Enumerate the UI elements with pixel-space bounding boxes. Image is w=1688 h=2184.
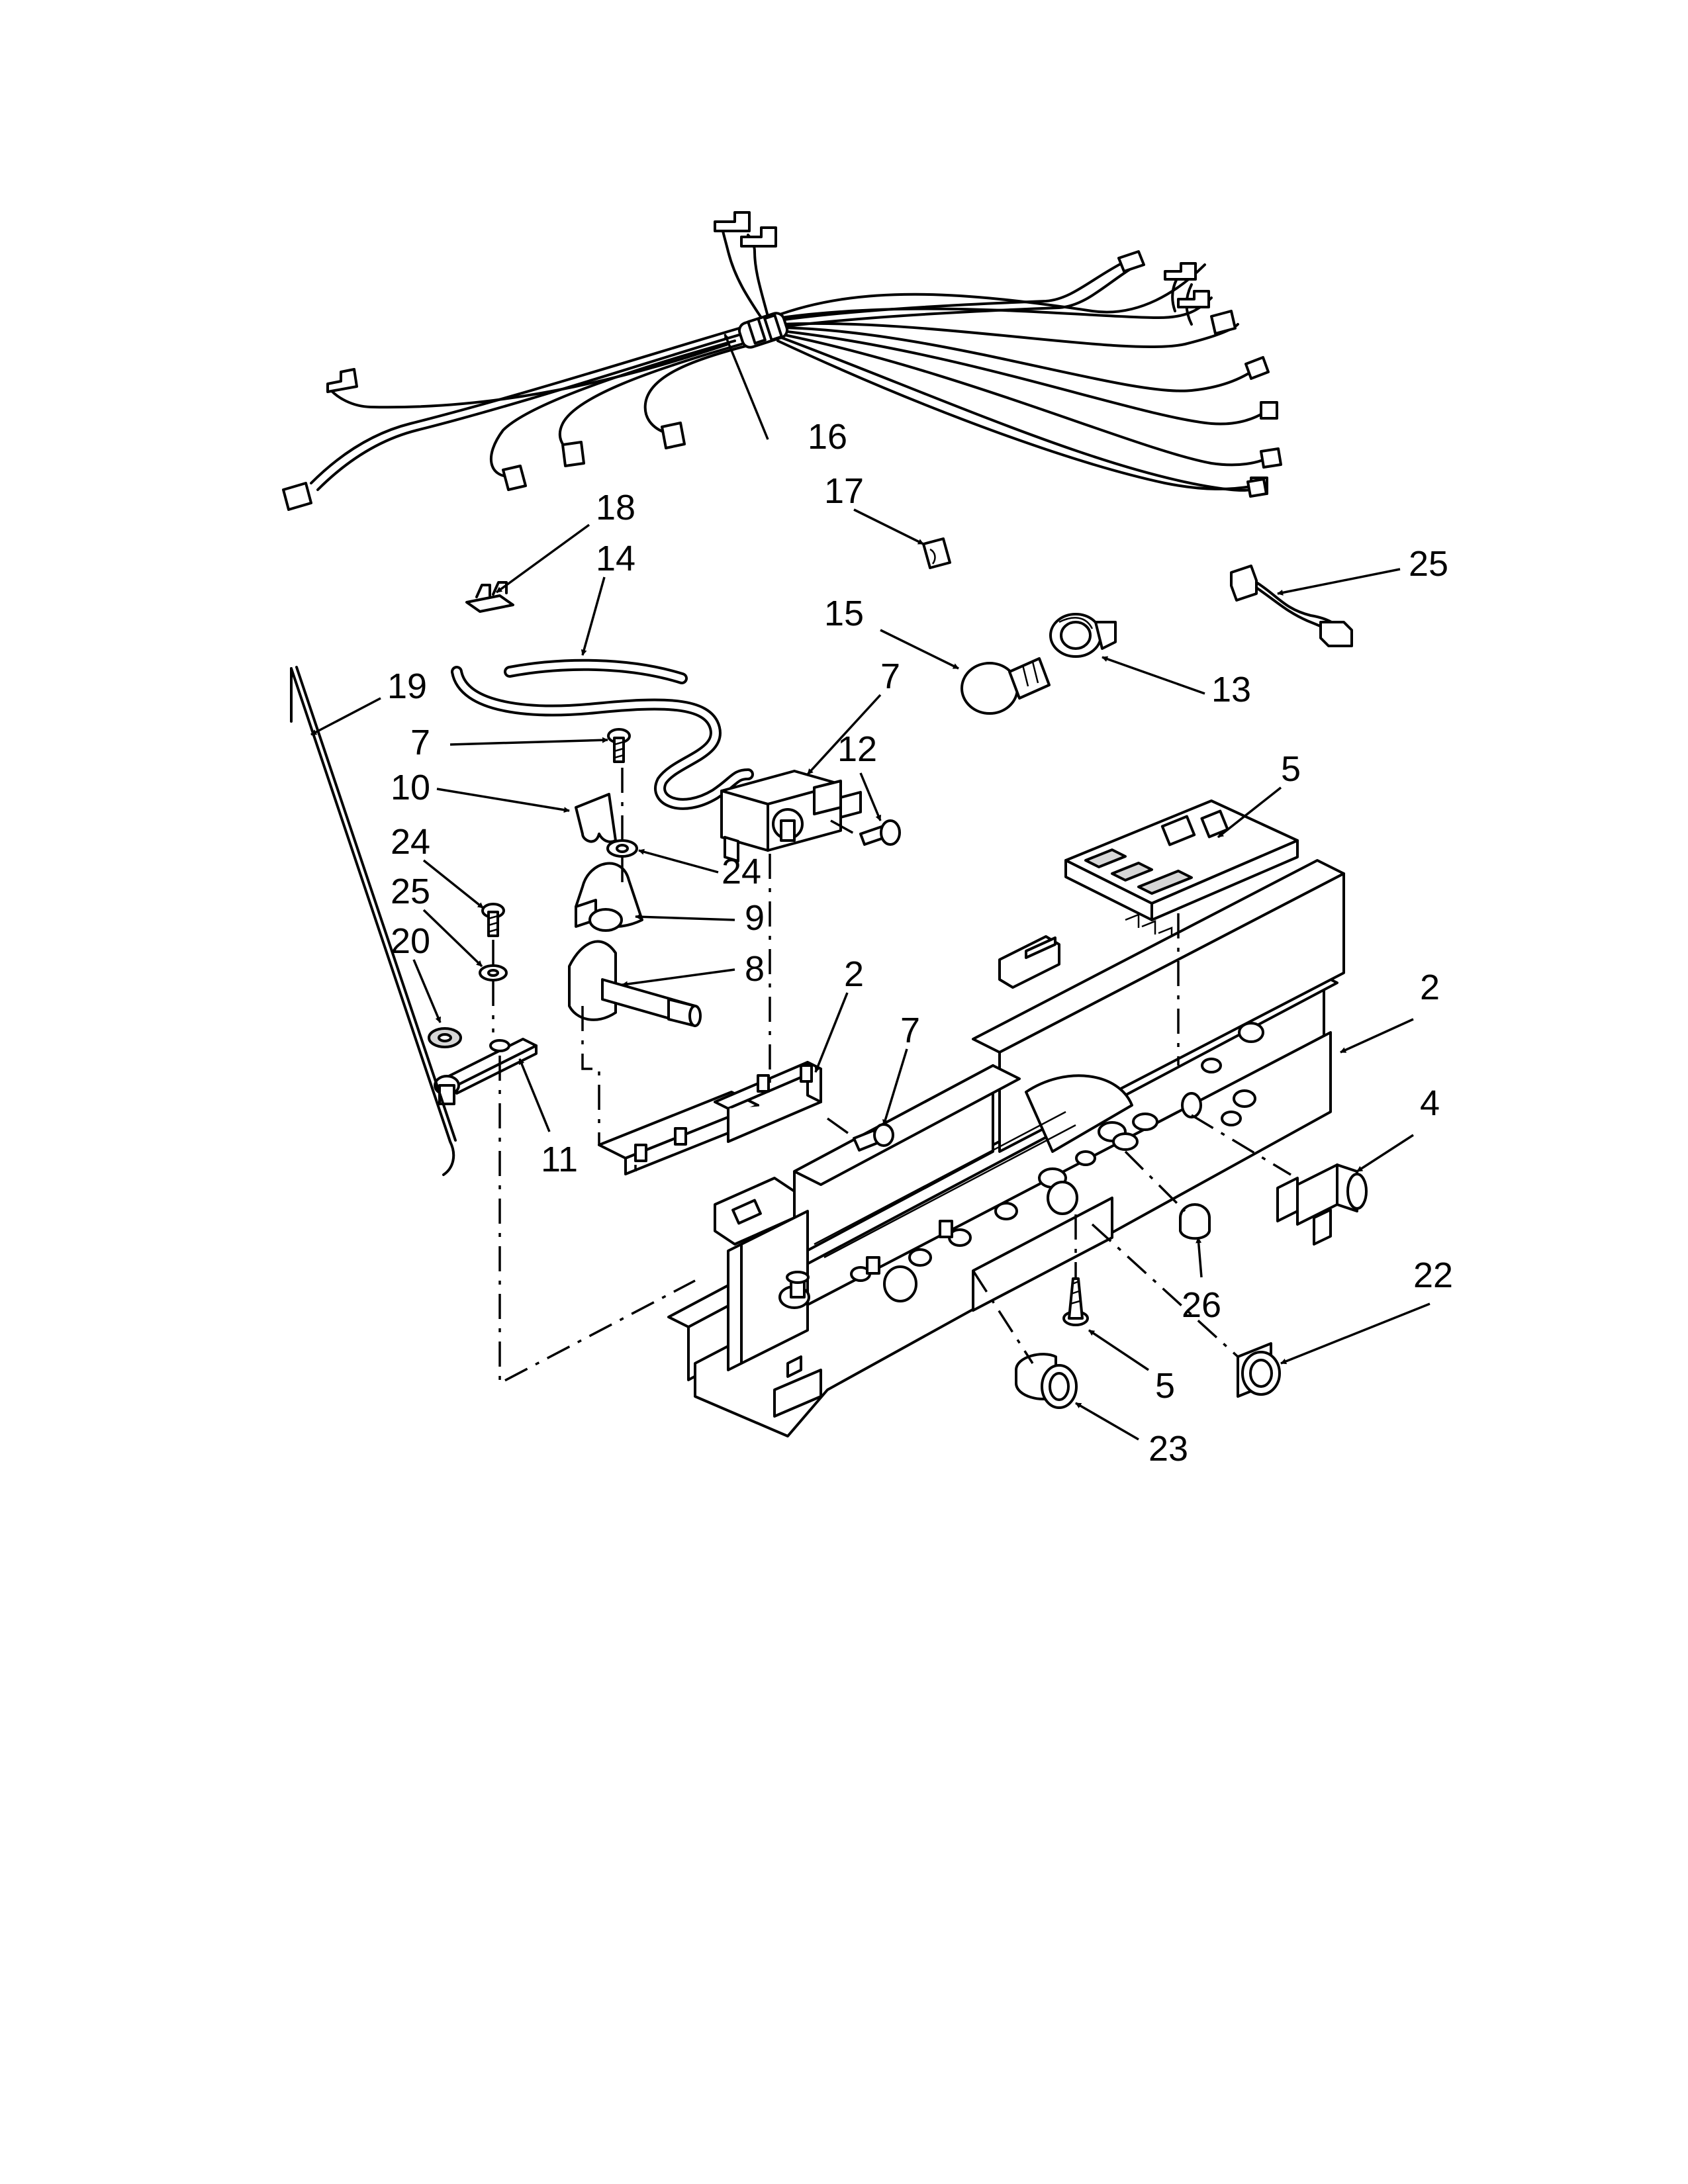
button-25 (1179, 1203, 1211, 1240)
wire-harness (282, 211, 1282, 511)
leader-12 (859, 772, 882, 821)
leader-10 (436, 788, 570, 813)
callout-1: 2 (1420, 968, 1440, 1007)
callout-18: 18 (596, 488, 635, 527)
callout-12: 12 (837, 729, 877, 769)
grommet-22 (1015, 1353, 1078, 1409)
control-shaft (568, 940, 702, 1027)
screw-12 (859, 819, 901, 846)
leader-17 (853, 508, 924, 545)
callout-17: 17 (824, 471, 864, 511)
control-thermostat (720, 770, 862, 862)
callout-5: 5 (1155, 1366, 1175, 1406)
leader-5 (1088, 1329, 1149, 1371)
leader-lines (310, 334, 1430, 1441)
callout-4: 5 (1281, 749, 1301, 789)
callout-16: 16 (808, 417, 847, 457)
leader-21 (1280, 1302, 1430, 1365)
leader-6 (806, 694, 882, 776)
callout-3: 4 (1420, 1083, 1440, 1123)
screw-7a (607, 728, 631, 763)
door-switch (1276, 1163, 1368, 1246)
callout-14: 14 (596, 539, 635, 578)
leader-11 (518, 1058, 551, 1132)
callout-15: 15 (824, 594, 864, 633)
leader-9 (635, 913, 735, 921)
capillary-tube (451, 666, 754, 810)
rod-19 (290, 666, 457, 1176)
leader-2 (814, 992, 849, 1073)
callout-21: 22 (1413, 1255, 1453, 1295)
leader-24b (422, 909, 483, 968)
leader-14 (581, 576, 606, 656)
leader-7b (882, 1048, 908, 1126)
leader-24a (638, 848, 719, 874)
leader-26 (1277, 568, 1401, 596)
screw-7b (853, 1123, 894, 1152)
light-bulb (961, 657, 1051, 715)
callout-20: 20 (391, 921, 430, 961)
callout-6: 7 (880, 657, 900, 696)
callout-9: 9 (745, 898, 765, 938)
control-housing (667, 859, 1345, 1437)
control-board (1064, 799, 1299, 948)
leader-20 (412, 959, 442, 1023)
leader-19 (310, 697, 381, 736)
drain-tube (504, 659, 688, 684)
callout-labels: 16 17 18 14 15 13 25 7 12 5 2 4 26 22 5 … (387, 417, 1453, 1469)
callout-7a: 7 (410, 723, 430, 762)
callout-26: 25 (1409, 544, 1448, 584)
assembly-lines (492, 768, 1291, 1385)
leader-7a (449, 737, 608, 746)
callout-13: 13 (1211, 670, 1251, 709)
leader-25 (1196, 1237, 1203, 1278)
light-socket (1049, 613, 1117, 658)
leader-15 (880, 629, 959, 670)
washer-20 (428, 1027, 462, 1048)
leader-4 (1217, 786, 1282, 839)
leader-18 (495, 523, 590, 594)
callout-25: 26 (1182, 1285, 1221, 1325)
wire-harness-26 (1230, 565, 1353, 647)
screw-5 (1062, 1277, 1089, 1326)
leader-3 (1356, 1134, 1414, 1173)
clamp-9 (575, 862, 643, 932)
leader-1 (1340, 1018, 1414, 1054)
leader-22 (1075, 1402, 1139, 1441)
callout-23: 24 (391, 822, 430, 862)
callout-11: 11 (541, 1140, 578, 1179)
washer-24b (479, 964, 508, 981)
leader-23 (422, 859, 485, 909)
bracket (598, 1061, 822, 1175)
clip-10 (575, 793, 617, 843)
leader-8 (622, 968, 735, 987)
callout-7b: 7 (900, 1011, 920, 1050)
callout-8: 8 (745, 949, 765, 989)
leader-16 (724, 334, 769, 440)
leader-13 (1102, 656, 1205, 695)
washer-24a (606, 839, 638, 858)
screw-23 (481, 903, 505, 937)
wire-clip-17 (922, 537, 951, 569)
callout-24a: 24 (722, 852, 761, 891)
callout-2: 2 (844, 954, 864, 994)
lever-11 (434, 1038, 538, 1105)
callout-22: 23 (1149, 1429, 1188, 1469)
grommet-21 (1237, 1342, 1281, 1398)
callout-19: 19 (387, 666, 427, 706)
callout-10: 10 (391, 768, 430, 807)
callout-24b: 25 (391, 872, 430, 911)
